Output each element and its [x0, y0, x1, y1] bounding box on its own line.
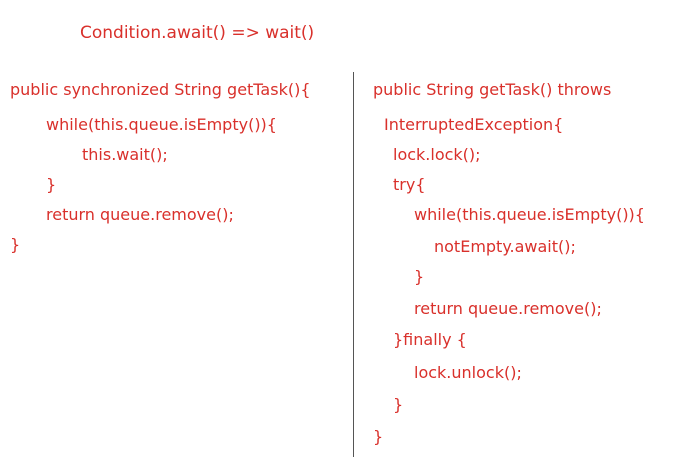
code-line: }finally { — [393, 330, 467, 349]
column-divider — [353, 72, 354, 457]
code-line: try{ — [393, 175, 426, 194]
code-line: InterruptedException{ — [384, 115, 564, 134]
code-line: } — [10, 235, 21, 254]
code-line: public synchronized String getTask(){ — [10, 80, 311, 99]
code-line: } — [46, 175, 57, 194]
code-line: lock.unlock(); — [414, 363, 522, 382]
code-line: } — [393, 395, 404, 414]
code-line: public String getTask() throws — [373, 80, 612, 99]
code-line: return queue.remove(); — [46, 205, 234, 224]
code-line: while(this.queue.isEmpty()){ — [46, 115, 277, 134]
code-line: notEmpty.await(); — [434, 237, 576, 256]
code-line: } — [373, 427, 384, 446]
slide-heading: Condition.await() => wait() — [80, 23, 315, 43]
code-line: this.wait(); — [82, 145, 168, 164]
code-line: } — [414, 267, 425, 286]
code-line: lock.lock(); — [393, 145, 481, 164]
code-line: return queue.remove(); — [414, 299, 602, 318]
code-line: while(this.queue.isEmpty()){ — [414, 205, 645, 224]
